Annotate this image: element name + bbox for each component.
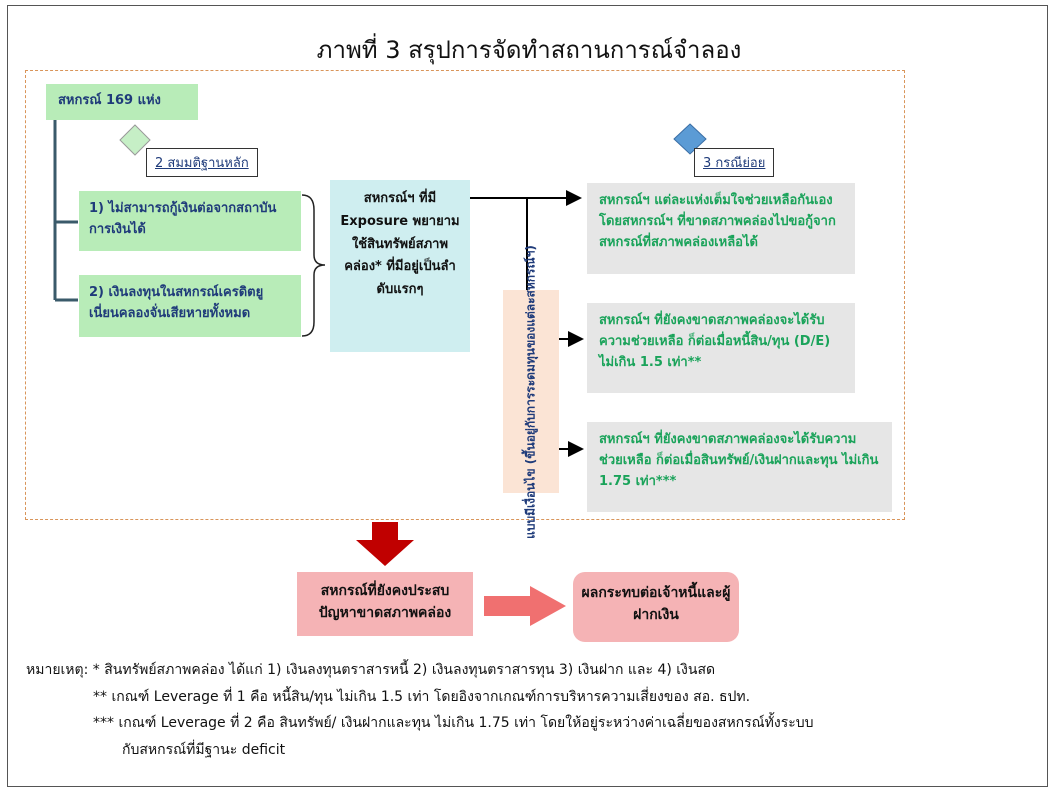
conditional-box: แบบมีเงื่อนไข (ขึ้นอยู่กับการระดมทุนของแ… bbox=[503, 245, 559, 538]
footnote-2: ** เกณฑ์ Leverage ที่ 1 คือ หนี้สิน/ทุน … bbox=[93, 688, 751, 705]
cases-diamond-icon bbox=[673, 123, 707, 155]
coop-count-box: สหกรณ์ 169 แห่ง bbox=[46, 84, 198, 120]
assumptions-label: 2 สมมติฐานหลัก bbox=[146, 148, 258, 177]
cases-label: 3 กรณีย่อย bbox=[694, 148, 775, 177]
assumption-1: 1) ไม่สามารถกู้เงินต่อจากสถาบันการเงินได… bbox=[79, 191, 301, 251]
footnotes: หมายเหตุ: * สินทรัพย์สภาพคล่อง ได้แก่ 1)… bbox=[26, 657, 814, 763]
footnote-3: *** เกณฑ์ Leverage ที่ 2 คือ สินทรัพย์/ … bbox=[93, 715, 814, 732]
footnote-1: หมายเหตุ: * สินทรัพย์สภาพคล่อง ได้แก่ 1)… bbox=[26, 662, 716, 678]
figure-frame bbox=[7, 5, 1048, 787]
outcome-left-box: สหกรณ์ที่ยังคงประสบปัญหาขาดสภาพคล่อง bbox=[297, 572, 473, 636]
case-3-box: สหกรณ์ฯ ที่ยังคงขาดสภาพคล่องจะได้รับความ… bbox=[587, 422, 892, 512]
assumption-2: 2) เงินลงทุนในสหกรณ์เครดิตยูเนี่ยนคลองจั… bbox=[79, 275, 301, 337]
page-title: ภาพที่ 3 สรุปการจัดทำสถานการณ์จำลอง bbox=[316, 36, 742, 64]
assumptions-diamond-icon bbox=[119, 124, 151, 156]
outcome-right-box: ผลกระทบต่อเจ้าหนี้และผู้ฝากเงิน bbox=[573, 572, 739, 642]
case-2-box: สหกรณ์ฯ ที่ยังคงขาดสภาพคล่องจะได้รับความ… bbox=[587, 303, 855, 393]
assumption-brace bbox=[301, 194, 326, 337]
scenario-container bbox=[25, 70, 905, 520]
right-arrow-icon bbox=[484, 586, 566, 626]
down-arrow-icon bbox=[356, 522, 414, 566]
case-1-box: สหกรณ์ฯ แต่ละแห่งเต็มใจช่วยเหลือกันเอง โ… bbox=[587, 183, 855, 274]
footnote-3-cont: กับสหกรณ์ที่มีฐานะ deficit bbox=[122, 741, 286, 758]
exposure-box: สหกรณ์ฯ ที่มี Exposure พยายามใช้สินทรัพย… bbox=[330, 180, 470, 352]
conditional-text: แบบมีเงื่อนไข (ขึ้นอยู่กับการระดมทุนของแ… bbox=[523, 244, 538, 539]
